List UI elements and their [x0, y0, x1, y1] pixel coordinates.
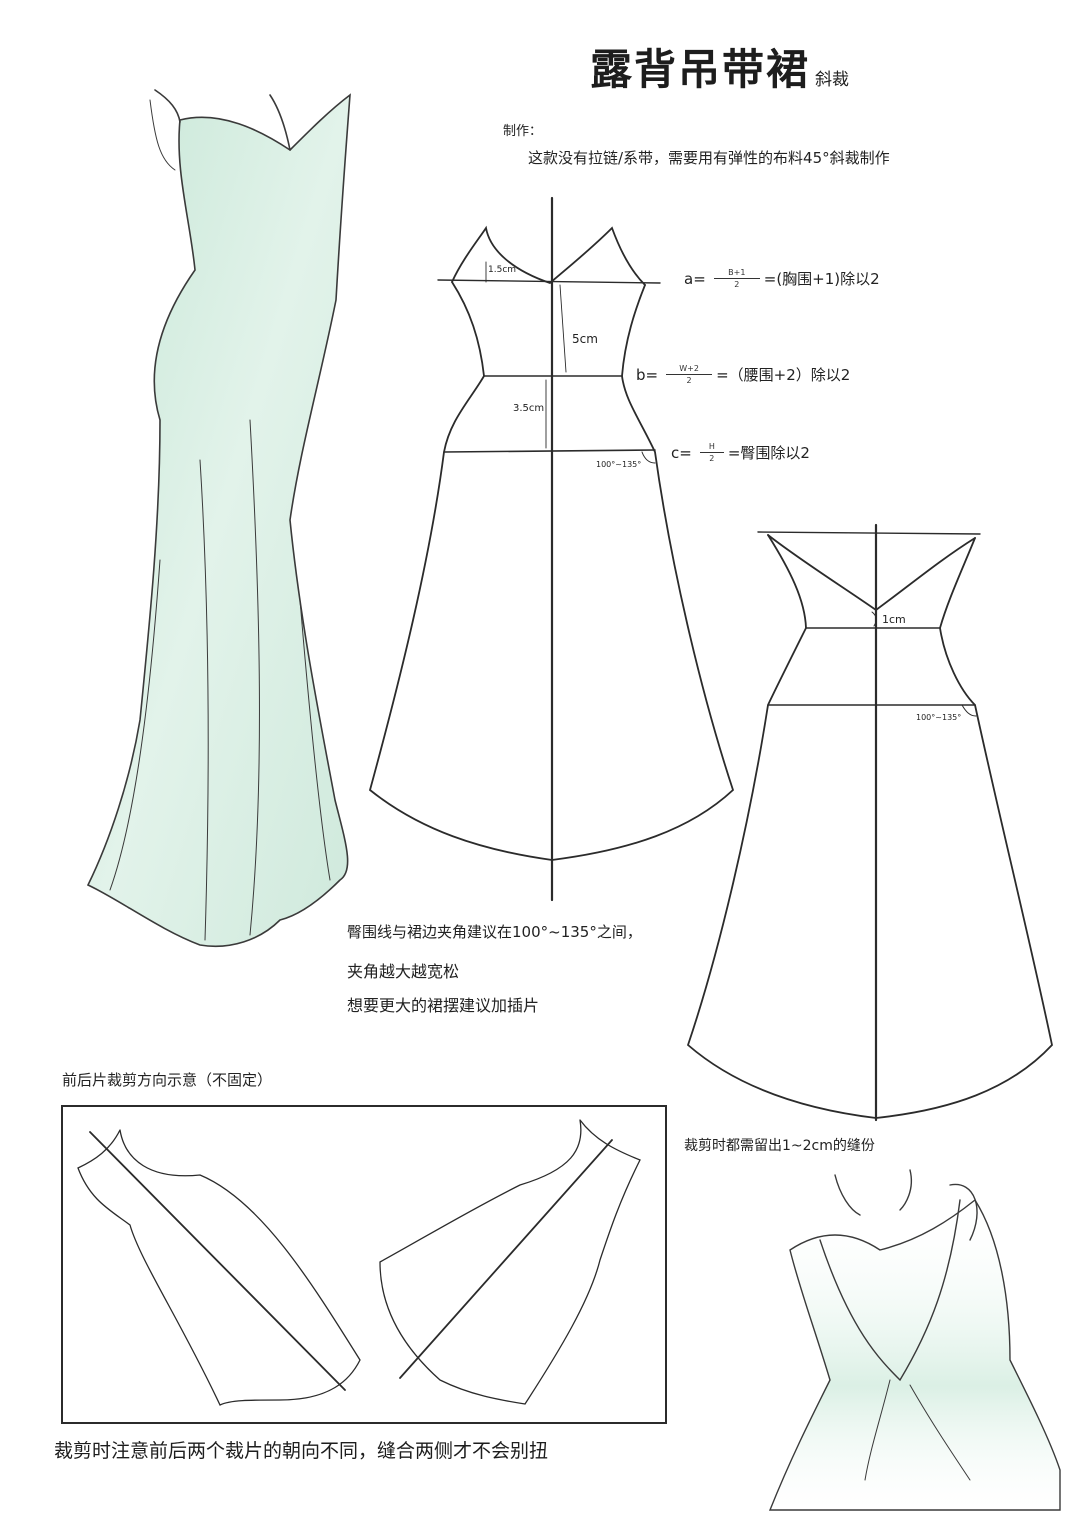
cut-direction-box	[61, 1105, 667, 1424]
formula-b-numerator: W+2	[679, 364, 699, 373]
formula-b: b= W+2 2 =（腰围+2）除以2	[636, 364, 850, 385]
dress-side-illustration	[86, 89, 351, 948]
formula-b-text: =（腰围+2）除以2	[716, 366, 851, 384]
cut-box-frame	[61, 1105, 667, 1424]
formula-c-text: =臀围除以2	[727, 444, 810, 462]
formula-c-fraction: H 2	[699, 442, 724, 463]
note-insert: 想要更大的裙摆建议加插片	[347, 996, 540, 1015]
formula-a-fraction: B+1 2	[713, 268, 760, 289]
formula-b-label: b=	[636, 365, 659, 384]
dress-body	[86, 93, 351, 948]
formula-a: a= B+1 2 =(胸围+1)除以2	[684, 268, 880, 289]
bust-to-waist-label: 5cm	[572, 332, 598, 346]
back-pattern-piece	[686, 523, 1053, 1122]
formula-a-label: a=	[684, 269, 706, 288]
seam-allowance-note: 裁剪时都需留出1~2cm的缝份	[684, 1138, 875, 1154]
front-grain-line	[89, 1131, 346, 1391]
page-subtitle: 斜裁	[815, 70, 849, 90]
formula-b-denominator: 2	[686, 376, 692, 385]
front-angle-label: 100°~135°	[596, 460, 642, 469]
front-pattern-piece	[368, 196, 735, 902]
formula-c: c= H 2 =臀围除以2	[671, 442, 810, 463]
waist-to-hip-label: 3.5cm	[513, 403, 545, 414]
formula-c-numerator: H	[708, 442, 715, 451]
page-title: 露背吊带裙	[590, 45, 811, 94]
strap-right	[269, 94, 291, 151]
back-drop-label: 1cm	[882, 613, 906, 626]
note-angle: 臀围线与裙边夹角建议在100°~135°之间，	[347, 923, 642, 941]
formula-a-text: =(胸围+1)除以2	[763, 270, 880, 288]
strap-height-label: 1.5cm	[488, 265, 517, 275]
front-bust-line	[437, 279, 661, 284]
formula-c-denominator: 2	[709, 454, 715, 463]
back-angle-label: 100°~135°	[916, 713, 962, 722]
intro-text: 这款没有拉链/系带，需要用有弹性的布料45°斜裁制作	[528, 149, 890, 167]
formula-b-fraction: W+2 2	[666, 364, 713, 385]
cut-direction-title: 前后片裁剪方向示意（不固定）	[62, 1071, 273, 1089]
cut-orientation-warning: 裁剪时注意前后两个裁片的朝向不同，缝合两侧才不会别扭	[54, 1440, 549, 1462]
intro-label: 制作：	[503, 124, 543, 139]
back-top-line	[757, 531, 981, 535]
dress-back-illustration	[768, 1169, 1061, 1511]
formula-a-numerator: B+1	[728, 268, 746, 277]
formula-c-label: c=	[671, 443, 692, 462]
formula-a-denominator: 2	[734, 280, 740, 289]
note-looser: 夹角越大越宽松	[347, 962, 460, 981]
front-hip-line	[443, 449, 656, 453]
strap-left	[154, 89, 181, 123]
back-grain-line	[399, 1139, 613, 1379]
